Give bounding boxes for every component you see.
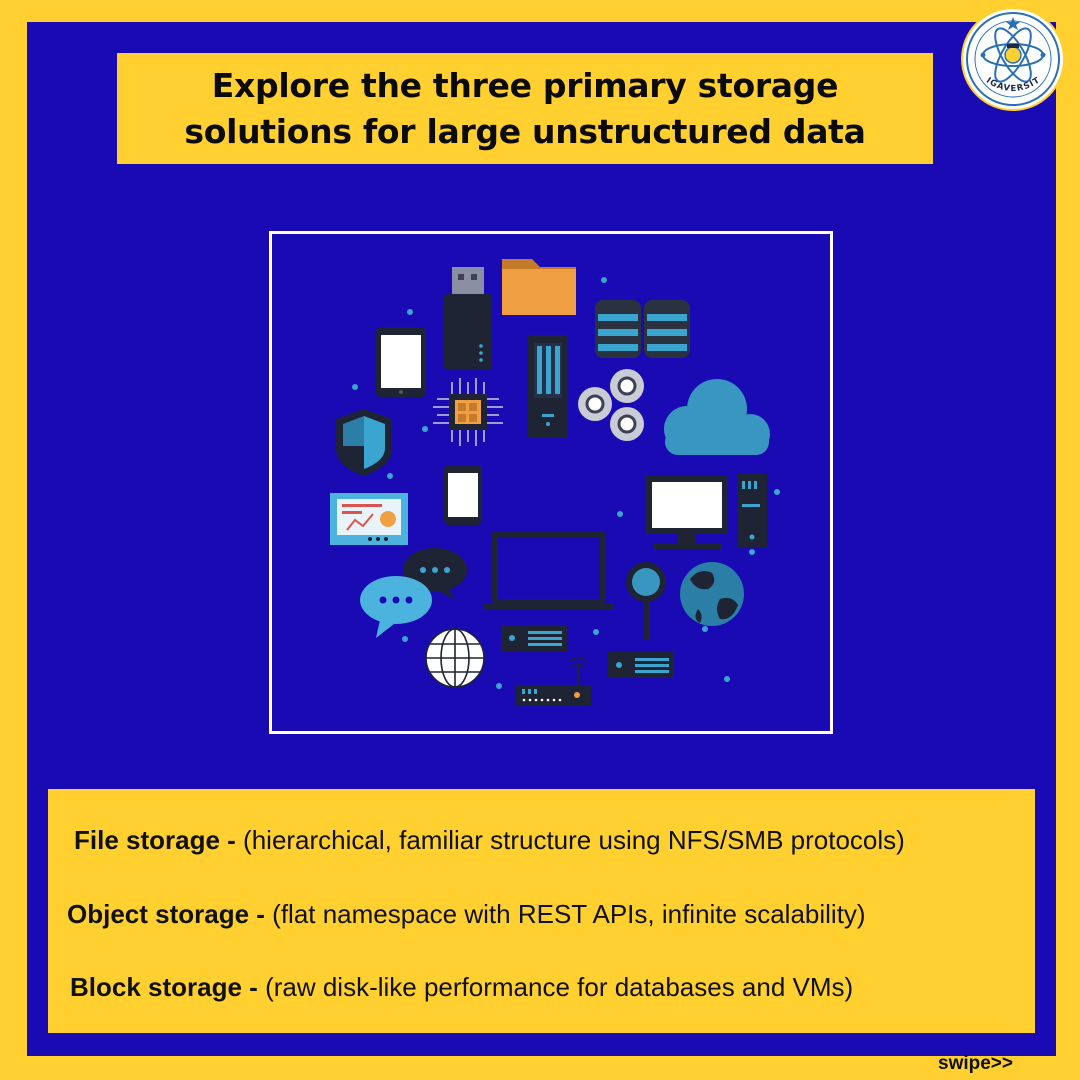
cloud-icon: [664, 379, 770, 455]
title-line-1: Explore the three primary storage: [211, 65, 839, 105]
chip-icon: [433, 378, 503, 446]
storage-illustration: [330, 259, 780, 705]
wireframe-globe-icon: [425, 628, 485, 688]
router-icon: [515, 656, 591, 705]
block-storage-term: Block storage -: [70, 972, 266, 1002]
shield-icon: [336, 409, 392, 476]
illustration-frame: [269, 231, 833, 734]
file-storage-desc: (hierarchical, familiar structure using …: [243, 825, 905, 855]
laptop-icon: [484, 531, 614, 610]
server-tower-icon: [528, 335, 568, 438]
object-storage-row: Object storage - (flat namespace with RE…: [67, 899, 866, 930]
file-storage-row: File storage - (hierarchical, familiar s…: [74, 825, 905, 856]
folder-icon: [502, 259, 576, 315]
atom-logo-icon: GIGAVERSITY: [958, 2, 1060, 106]
gigaversity-logo: GIGAVERSITY: [958, 2, 1063, 109]
object-storage-term: Object storage -: [67, 899, 273, 929]
block-storage-desc: (raw disk-like performance for databases…: [265, 972, 854, 1002]
globe-icon: [680, 562, 744, 626]
file-storage-term: File storage -: [74, 825, 244, 855]
magnifier-icon: [626, 562, 666, 640]
block-storage-row: Block storage - (raw disk-like performan…: [70, 972, 853, 1003]
title-banner: Explore the three primary storage soluti…: [117, 53, 933, 164]
object-storage-desc: (flat namespace with REST APIs, infinite…: [272, 899, 866, 929]
smartphone-icon: [444, 465, 482, 525]
usb-drive-icon: [444, 267, 492, 370]
database-icon: [595, 300, 690, 358]
chat-bubble-icon: [360, 548, 467, 638]
rack-server-icon: [501, 625, 674, 678]
tablet-icon: [376, 327, 426, 397]
monitor-icon: [646, 474, 767, 549]
swipe-hint[interactable]: swipe>>: [938, 1053, 1013, 1074]
title-line-2: solutions for large unstructured data: [184, 111, 866, 151]
storage-types-box: File storage - (hierarchical, familiar s…: [48, 789, 1035, 1033]
gears-icon: [578, 369, 644, 441]
dashboard-icon: [330, 493, 408, 545]
